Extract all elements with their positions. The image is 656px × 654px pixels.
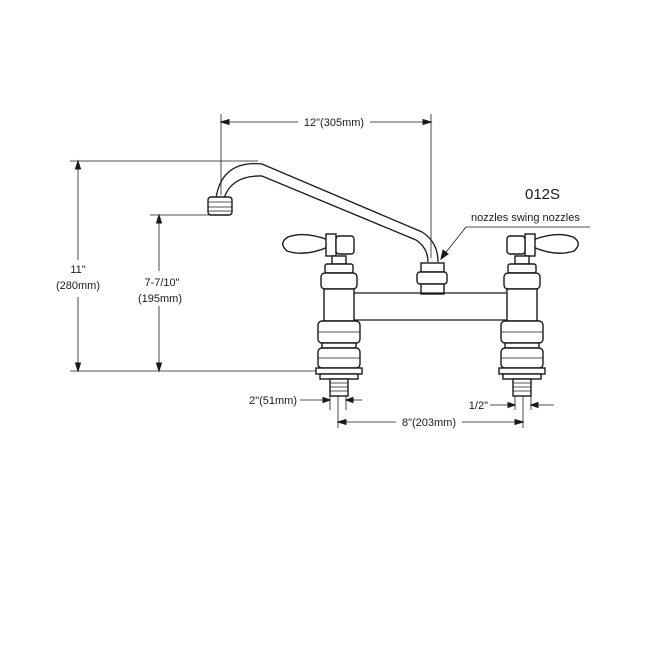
model-number: 012S — [525, 186, 560, 203]
overall-height-mm-label: (280mm) — [56, 280, 100, 292]
overall-height-in-label: 11" — [70, 264, 85, 276]
left-handle-screw — [325, 233, 337, 257]
spout-reach-label: 12"(305mm) — [304, 117, 364, 129]
right-valve — [498, 233, 579, 397]
spout-tube-lower — [223, 175, 429, 263]
left-lever-handle — [282, 233, 329, 254]
dimension-lines — [70, 114, 590, 428]
callout-label: nozzles swing nozzles — [471, 212, 580, 224]
inlet-size-label: 1/2" — [469, 400, 488, 412]
center-spacing-label: 8"(203mm) — [402, 417, 456, 429]
shank-length-label: 2"(51mm) — [249, 395, 297, 407]
left-valve — [282, 233, 363, 397]
spout-nozzle — [207, 196, 233, 216]
body-tube — [352, 292, 509, 321]
spout-height-mm-label: (195mm) — [138, 293, 182, 305]
labels: 012S nozzles swing nozzles 12"(305mm) 11… — [56, 117, 580, 429]
right-lever-handle — [532, 233, 579, 254]
right-handle-screw — [524, 233, 536, 257]
spout-tube-upper — [215, 162, 439, 263]
faucet-body — [207, 162, 579, 397]
spout-height-in-label: 7-7/10" — [144, 277, 179, 289]
spout-swivel-nut — [416, 262, 448, 295]
